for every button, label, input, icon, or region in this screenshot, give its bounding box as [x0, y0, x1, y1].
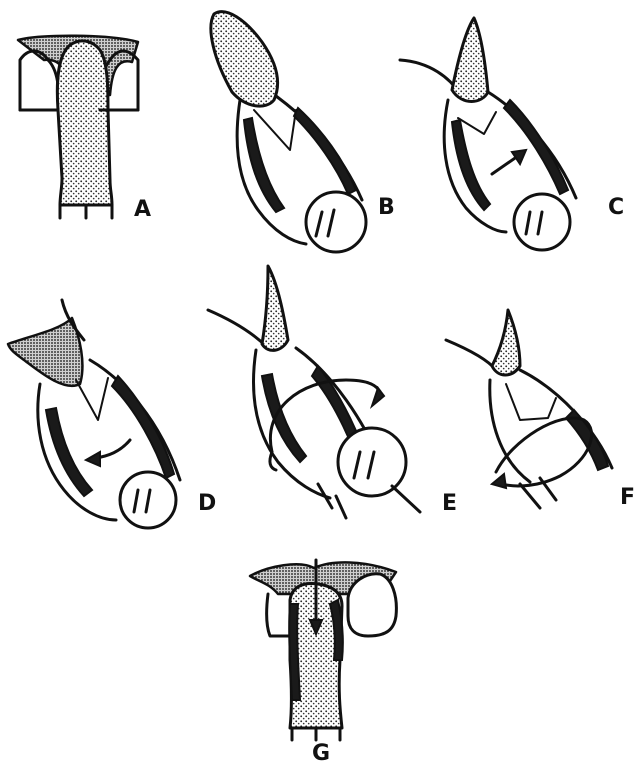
panel-g: G: [250, 560, 396, 763]
panel-d: D: [8, 300, 216, 528]
panel-label-f: F: [620, 485, 635, 510]
forceps-beak: [306, 192, 366, 252]
panel-label-b: B: [378, 195, 395, 220]
panel-label-d: D: [198, 491, 216, 516]
panel-e: E: [208, 266, 457, 518]
panel-label-g: G: [312, 741, 330, 763]
panel-label-c: C: [608, 195, 624, 220]
panel-a: A: [18, 36, 151, 222]
panel-label-e: E: [442, 491, 457, 516]
panel-f: F: [446, 310, 635, 510]
panel-c: C: [400, 18, 624, 250]
forceps-beak: [514, 194, 570, 250]
panel-label-a: A: [134, 197, 151, 222]
panel-b: B: [211, 12, 395, 252]
adjacent-tooth: [348, 574, 396, 636]
